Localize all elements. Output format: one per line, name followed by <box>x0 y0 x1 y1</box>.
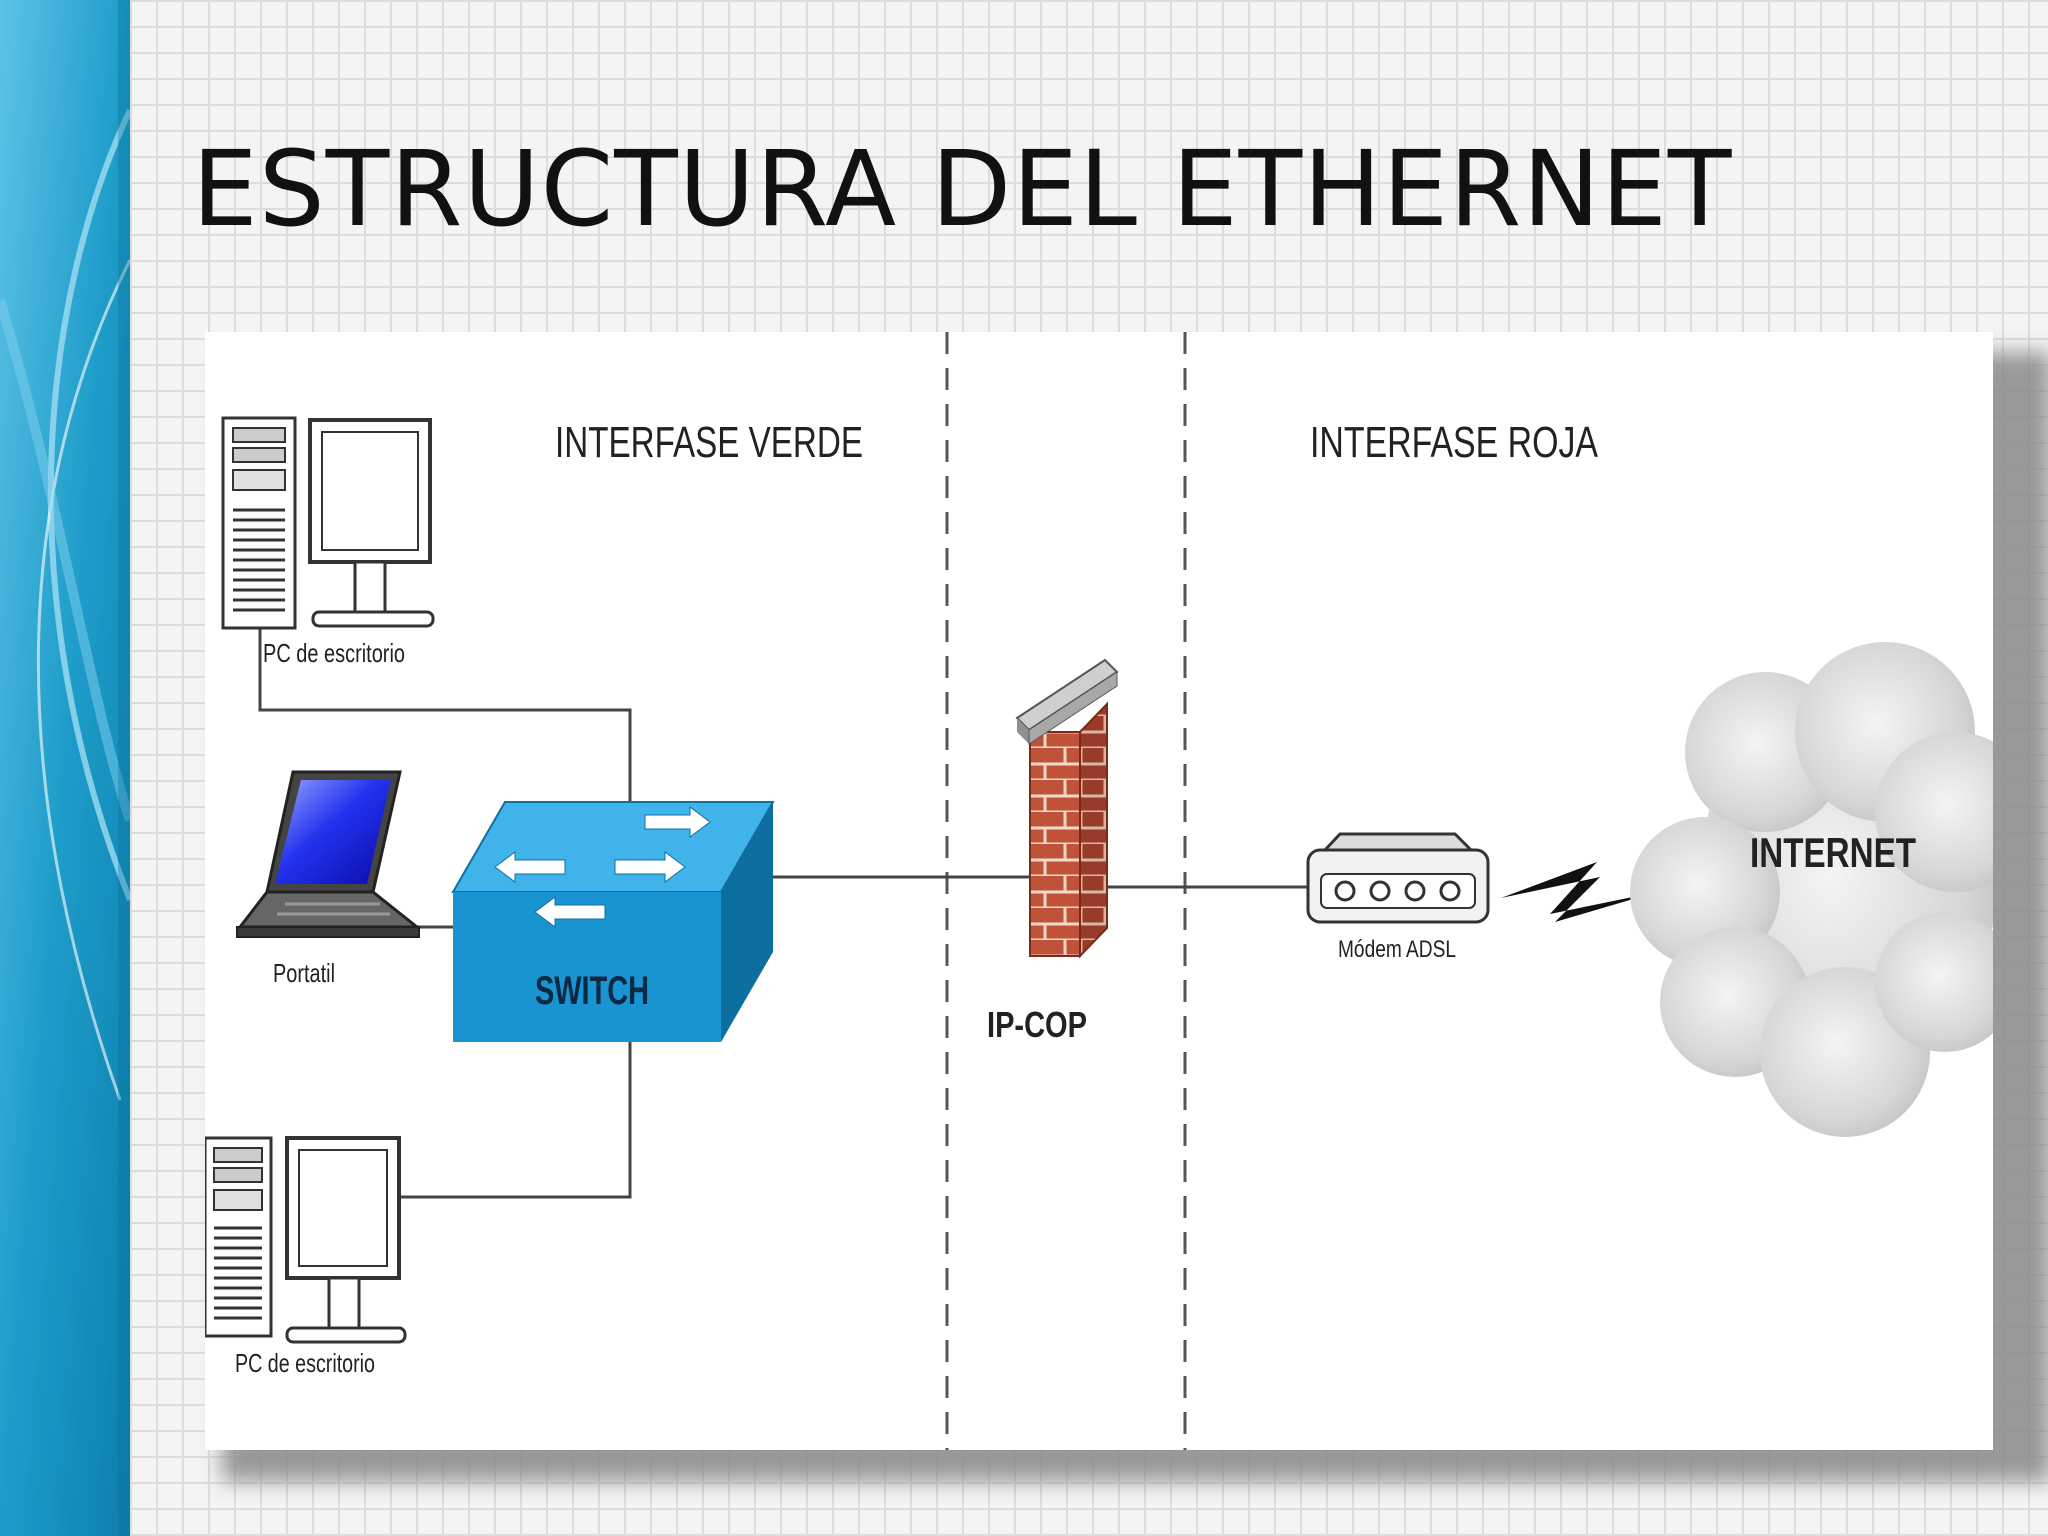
modem: Módem ADSL <box>1306 832 1490 963</box>
pc-bottom: PC de escritorio <box>205 1136 407 1378</box>
internet-label: INTERNET <box>1750 829 1916 876</box>
modem-icon <box>1306 832 1490 924</box>
laptop-icon <box>236 770 422 938</box>
switch-label: SWITCH <box>535 969 649 1013</box>
switch: SWITCH <box>451 801 775 1042</box>
tower-icon <box>205 1136 273 1338</box>
link-pc-bottom-switch <box>355 1037 632 1199</box>
zone-label-green: INTERFASE VERDE <box>555 418 863 467</box>
tower-icon <box>221 416 297 630</box>
lightning-icon <box>1501 862 1657 922</box>
laptop-label: Portatil <box>273 958 335 988</box>
firewall-label: IP-COP <box>987 1004 1087 1045</box>
network-links <box>258 552 1310 1199</box>
cloud-icon <box>1630 642 1993 1137</box>
switch-icon <box>451 801 775 1042</box>
monitor-icon <box>308 418 435 628</box>
firewall: IP-COP <box>987 658 1119 1045</box>
slide-title: ESTRUCTURA DEL ETHERNET <box>192 128 1733 250</box>
network-diagram: INTERFASE VERDE INTERFASE ROJA <box>205 332 1993 1450</box>
link-pc-top-switch <box>258 552 632 852</box>
modem-label: Módem ADSL <box>1338 936 1456 963</box>
laptop: Portatil <box>236 770 422 988</box>
pc-top-label: PC de escritorio <box>263 638 405 668</box>
brick-wall-icon <box>1015 658 1119 959</box>
pc-bottom-label: PC de escritorio <box>235 1348 375 1378</box>
internet: INTERNET <box>1630 642 1993 1137</box>
side-decoration <box>0 0 130 1536</box>
pc-top: PC de escritorio <box>221 416 435 668</box>
zone-label-red: INTERFASE ROJA <box>1310 418 1598 467</box>
monitor-icon <box>285 1136 407 1344</box>
